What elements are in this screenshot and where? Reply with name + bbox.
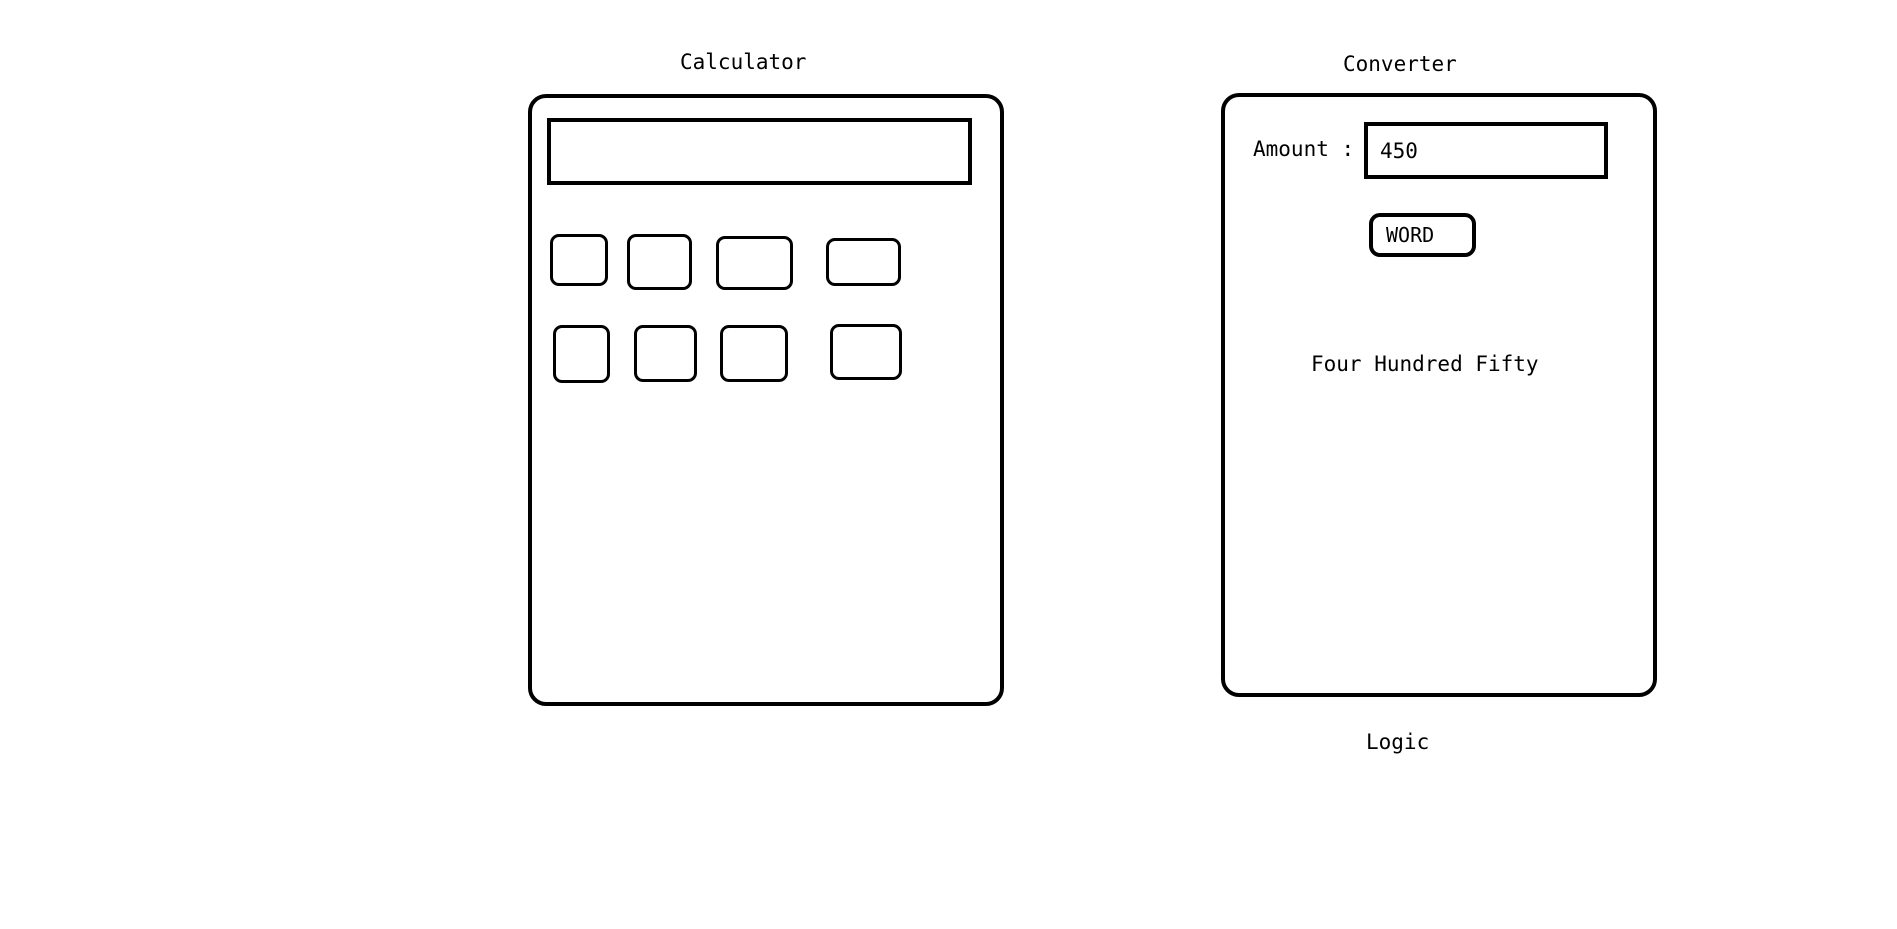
- calculator-title: Calculator: [680, 50, 807, 74]
- calculator-key-1[interactable]: [550, 234, 608, 286]
- converter-frame: [1221, 93, 1657, 697]
- calculator-key-4[interactable]: [826, 238, 901, 286]
- calculator-key-3[interactable]: [716, 236, 793, 290]
- calculator-key-8[interactable]: [830, 324, 902, 380]
- calculator-key-2[interactable]: [627, 234, 692, 290]
- word-button[interactable]: WORD: [1369, 213, 1476, 257]
- calculator-frame: [528, 94, 1004, 706]
- amount-label: Amount :: [1253, 137, 1355, 161]
- result-text: Four Hundred Fifty: [1311, 352, 1539, 376]
- calculator-key-5[interactable]: [553, 325, 610, 383]
- converter-title: Converter: [1343, 52, 1457, 76]
- amount-input[interactable]: [1364, 122, 1608, 179]
- calculator-display: [547, 118, 972, 185]
- logic-caption: Logic: [1366, 730, 1430, 754]
- calculator-key-6[interactable]: [634, 325, 697, 382]
- calculator-key-7[interactable]: [720, 325, 788, 382]
